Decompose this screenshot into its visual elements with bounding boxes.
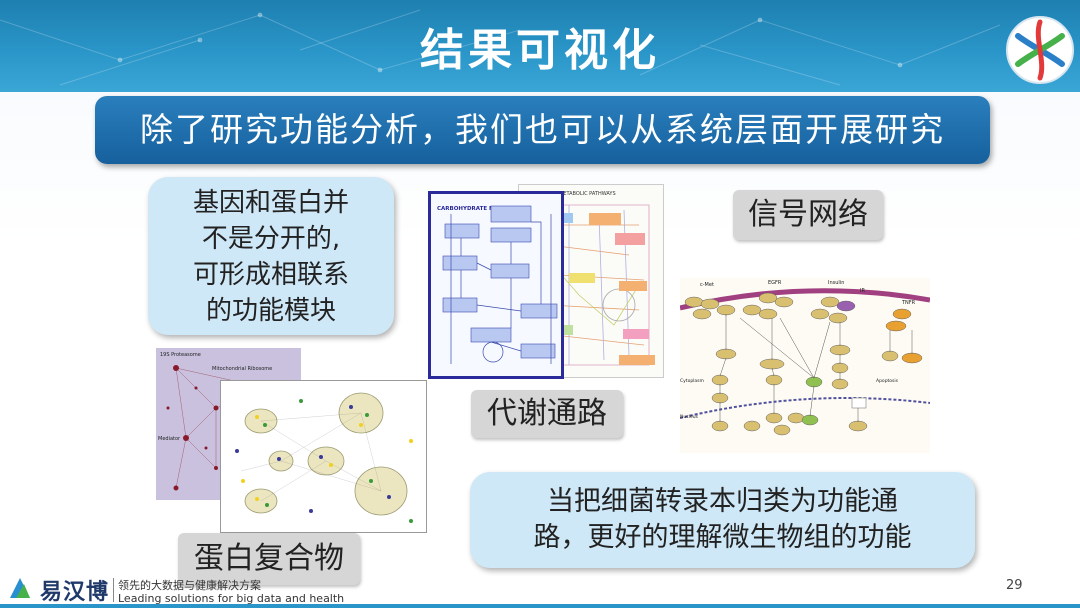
- bottom-accent-line: [0, 604, 1080, 608]
- note-line: 当把细菌转录本归类为功能通: [547, 486, 898, 517]
- brand-mark-icon: [10, 578, 30, 598]
- complex-label: 19S Proteasome: [160, 352, 201, 358]
- metabolic-front-title: CARBOHYDRATE METABOLISM: [437, 206, 530, 212]
- page-number: 29: [1006, 578, 1023, 593]
- double-helix-globe-icon: [1006, 16, 1074, 84]
- brand-divider: [113, 578, 114, 602]
- node-label: EGFR: [768, 280, 782, 286]
- functional-modules-note: 基因和蛋白并 不是分开的, 可形成相联系 的功能模块: [148, 177, 394, 335]
- protein-complex-network-figure: [220, 380, 427, 533]
- node-label: Apoptosis: [876, 378, 899, 384]
- node-label: IR: [860, 288, 865, 294]
- network-pattern: [0, 9, 1001, 86]
- subtitle-text: 除了研究功能分析，我们也可以从系统层面开展研究: [140, 110, 945, 149]
- transcript-pathway-note: 当把细菌转录本归类为功能通 路，更好的理解微生物组的功能: [470, 472, 975, 568]
- subtitle-banner: 除了研究功能分析，我们也可以从系统层面开展研究: [95, 96, 990, 164]
- node-label: Insulin: [828, 280, 844, 286]
- transcript-pathway-text: 当把细菌转录本归类为功能通 路，更好的理解微生物组的功能: [470, 484, 975, 556]
- node-label: c-Met: [700, 282, 714, 288]
- note-line: 可形成相联系: [192, 260, 349, 290]
- note-line: 不是分开的,: [201, 224, 341, 254]
- carbohydrate-metabolism-figure: CARBOHYDRATE METABOLISM: [428, 191, 564, 379]
- note-line: 路，更好的理解微生物组的功能: [533, 522, 912, 553]
- compartment-label: Cytoplasm: [680, 378, 704, 384]
- functional-modules-text: 基因和蛋白并 不是分开的, 可形成相联系 的功能模块: [148, 185, 394, 329]
- page-title: 结果可视化: [420, 25, 660, 76]
- compartment-label: Nucleus: [680, 414, 699, 420]
- complex-label: Mitochondrial Ribosome: [212, 366, 272, 372]
- note-line: 基因和蛋白并: [192, 188, 349, 218]
- note-line: 的功能模块: [205, 296, 336, 326]
- protein-complex-label: 蛋白复合物: [178, 533, 360, 585]
- signal-network-label: 信号网络: [733, 190, 883, 240]
- signal-network-figure: c-Met EGFR Insulin IR TNFR: [680, 278, 930, 453]
- metabolic-pathway-label: 代谢通路: [471, 390, 623, 438]
- header-banner: 结果可视化: [0, 0, 1080, 92]
- metabolic-back-title: METABOLIC PATHWAYS: [559, 191, 616, 197]
- complex-label: Mediator: [158, 436, 181, 442]
- node-label: TNFR: [901, 300, 916, 306]
- brand-tagline-en: Leading solutions for big data and healt…: [118, 592, 345, 605]
- brand-name: 易汉博: [40, 580, 110, 605]
- brand-tagline-cn: 领先的大数据与健康解决方案: [118, 579, 261, 592]
